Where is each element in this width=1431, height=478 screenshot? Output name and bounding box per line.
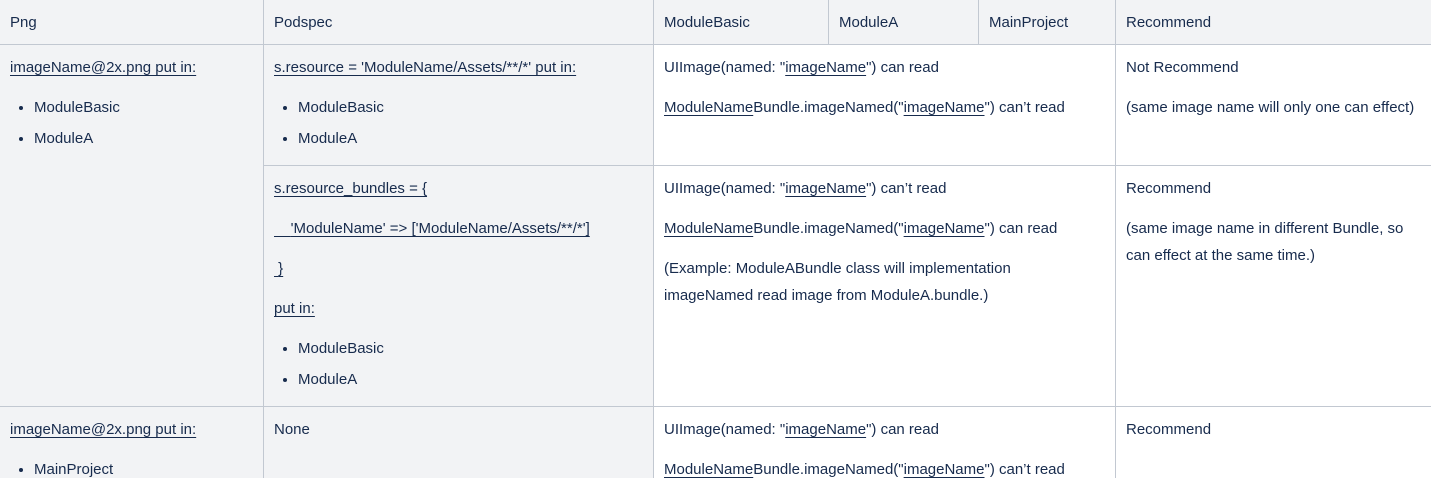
list-item: ModuleBasic <box>298 94 641 121</box>
example-note: (Example: ModuleABundle class will imple… <box>664 260 1011 304</box>
underlined-text: imageName <box>903 99 985 116</box>
bundle-line: ModuleNameBundle.imageNamed("imageName")… <box>664 215 1103 242</box>
behavior-cell-row2: UIImage(named: "imageName") can’t read M… <box>653 165 1116 407</box>
bundle-line: ModuleNameBundle.imageNamed("imageName")… <box>664 94 1103 121</box>
underlined-text: imageName <box>903 220 985 237</box>
list-item: MainProject <box>34 456 251 478</box>
podspec-module-list: ModuleBasic ModuleA <box>274 94 641 152</box>
verdict: Recommend <box>1126 421 1212 438</box>
put-in-label: put in: <box>274 300 315 317</box>
list-item: ModuleBasic <box>298 335 641 362</box>
verdict: Not Recommend <box>1126 59 1239 76</box>
png-module-list: MainProject <box>10 456 251 478</box>
underlined-text: ModuleName <box>664 461 754 478</box>
column-header-main-project: MainProject <box>978 0 1116 45</box>
podspec-resource-title: s.resource = 'ModuleName/Assets/**/*' pu… <box>274 59 577 76</box>
text-segment: ") can’t read <box>984 99 1065 116</box>
behavior-cell-row3: UIImage(named: "imageName") can read Mod… <box>653 406 1116 478</box>
podspec-none-label: None <box>274 421 310 438</box>
verdict: Recommend <box>1126 180 1212 197</box>
text-segment: UIImage(named: " <box>664 59 786 76</box>
text-segment: UIImage(named: " <box>664 421 786 438</box>
underlined-text: imageName <box>785 180 867 197</box>
underlined-text: ModuleName <box>664 220 754 237</box>
podspec-resource-bundles-cell: s.resource_bundles = { 'ModuleName' => [… <box>263 165 654 407</box>
podspec-resource-cell: s.resource = 'ModuleName/Assets/**/*' pu… <box>263 44 654 166</box>
column-header-module-basic: ModuleBasic <box>653 0 829 45</box>
text-segment: Bundle.imageNamed(" <box>753 220 904 237</box>
uiimage-line: UIImage(named: "imageName") can read <box>664 54 1103 81</box>
bundle-line: ModuleNameBundle.imageNamed("imageName")… <box>664 456 1103 478</box>
png-module-list: ModuleBasic ModuleA <box>10 94 251 152</box>
recommend-cell-row1: Not Recommend (same image name will only… <box>1115 44 1431 166</box>
png-cell-main-project: imageName@2x.png put in: MainProject <box>0 406 264 478</box>
verdict-note: (same image name in different Bundle, so… <box>1126 220 1404 264</box>
table-row-resource-basic: imageName@2x.png put in: ModuleBasic Mod… <box>0 44 1431 407</box>
underlined-text: imageName <box>903 461 985 478</box>
list-item: ModuleBasic <box>34 94 251 121</box>
column-header-recommend: Recommend <box>1115 0 1431 45</box>
table-row-resource-bundles: s.resource_bundles = { 'ModuleName' => [… <box>0 165 1431 407</box>
column-header-png: Png <box>0 0 264 45</box>
header-row: Png Podspec ModuleBasic ModuleA MainProj… <box>0 0 1431 45</box>
code-line: } <box>274 260 284 277</box>
text-segment: Bundle.imageNamed(" <box>753 99 904 116</box>
text-segment: ") can read <box>866 421 939 438</box>
verdict-note: (same image name will only one can effec… <box>1126 99 1415 116</box>
text-segment: UIImage(named: " <box>664 180 786 197</box>
list-item: ModuleA <box>298 125 641 152</box>
underlined-text: ModuleName <box>664 99 754 116</box>
png-location-title: imageName@2x.png put in: <box>10 59 197 76</box>
table-row-main-project: imageName@2x.png put in: MainProject Non… <box>0 406 1431 478</box>
column-header-module-a: ModuleA <box>828 0 979 45</box>
text-segment: ") can’t read <box>984 461 1065 478</box>
png-cell-modules: imageName@2x.png put in: ModuleBasic Mod… <box>0 44 264 407</box>
text-segment: Bundle.imageNamed(" <box>753 461 904 478</box>
underlined-text: imageName <box>785 421 867 438</box>
recommend-cell-row2: Recommend (same image name in different … <box>1115 165 1431 407</box>
underlined-text: imageName <box>785 59 867 76</box>
list-item: ModuleA <box>34 125 251 152</box>
podspec-module-list: ModuleBasic ModuleA <box>274 335 641 393</box>
text-segment: ") can read <box>866 59 939 76</box>
code-line: s.resource_bundles = { <box>274 180 428 197</box>
behavior-cell-row1: UIImage(named: "imageName") can read Mod… <box>653 44 1116 166</box>
recommend-cell-row3: Recommend <box>1115 406 1431 478</box>
list-item: ModuleA <box>298 366 641 393</box>
uiimage-line: UIImage(named: "imageName") can read <box>664 416 1103 443</box>
text-segment: ") can’t read <box>866 180 947 197</box>
uiimage-line: UIImage(named: "imageName") can’t read <box>664 175 1103 202</box>
text-segment: ") can read <box>984 220 1058 237</box>
code-line: 'ModuleName' => ['ModuleName/Assets/**/*… <box>274 220 590 237</box>
podspec-none-cell: None <box>263 406 654 478</box>
png-location-title: imageName@2x.png put in: <box>10 421 197 438</box>
column-header-podspec: Podspec <box>263 0 654 45</box>
